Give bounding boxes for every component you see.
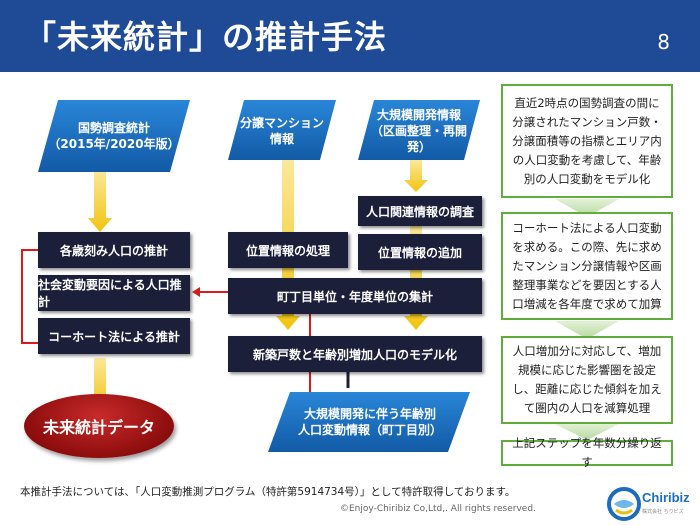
result-oval: 未来統計データ — [24, 394, 174, 458]
patent-footnote: 本推計手法については、「人口変動推測プログラム（特許第5914734号）」として… — [20, 486, 516, 498]
page-title: 「未来統計」の推計手法 — [24, 18, 388, 56]
logo-subtitle: 株式会社 ちりビズ — [642, 509, 684, 515]
note-3: 人口増加分に対応して、増加規模に応じた影響圏を設定し、距離に応じた傾斜を加えて圏… — [501, 336, 673, 424]
output-parallelogram-shape — [268, 392, 470, 452]
source-census-shape — [38, 100, 190, 172]
source-census-label: 国勢調査統計 （2015年/2020年版） — [48, 121, 180, 151]
note-4: 上記ステップを年数分繰り返す — [501, 436, 673, 469]
header-bar: 「未来統計」の推計手法 8 — [0, 0, 700, 72]
connector-return-arrowhead — [192, 287, 200, 297]
output-parallelogram-label: 大規模開発に伴う年齢別 人口変動情報（町丁目別） — [297, 407, 442, 437]
arrow-census-down — [88, 170, 112, 232]
copyright: ©Enjoy-Chiribiz Co,Ltd,. All rights rese… — [340, 504, 536, 514]
globe-icon — [607, 487, 641, 521]
source-development-label: 大規模開発情報 （区画整理・再開発） — [370, 108, 467, 154]
source-condo-shape — [228, 100, 336, 160]
step-survey: 人口関連情報の調査 — [358, 196, 482, 226]
note-1: 直近2時点の国勢調査の間に分譲されたマンション戸数・分譲面積等の指標とエリア内の… — [501, 84, 673, 198]
source-development-shape — [358, 100, 480, 160]
note-chevron-2 — [555, 321, 619, 339]
note-2: コーホート法による人口変動を求める。この際、先に求めたマンション分譲情報や区画整… — [501, 212, 673, 320]
step-social-factors: 社会変動要因による人口推計 — [38, 275, 190, 311]
page-number: 8 — [657, 30, 670, 54]
step-cohort: コーホート法による推計 — [38, 318, 190, 354]
note-chevron-1 — [555, 199, 619, 217]
company-logo: Chiribiz 株式会社 ちりビズ — [604, 484, 700, 524]
logo-name: Chiribiz — [642, 490, 690, 505]
note-chevron-3 — [555, 424, 619, 440]
step-location-processing: 位置情報の処理 — [228, 232, 348, 268]
feedback-line — [21, 249, 38, 344]
source-condo-label: 分譲マンション 情報 — [239, 116, 324, 146]
step-model: 新築戸数と年齢別増加人口のモデル化 — [228, 336, 482, 372]
step-age-estimate: 各歳刻み人口の推計 — [38, 232, 190, 268]
step-location-add: 位置情報の追加 — [358, 234, 482, 270]
step-aggregation: 町丁目単位・年度単位の集計 — [228, 278, 482, 314]
arrow-development-down — [404, 160, 428, 192]
